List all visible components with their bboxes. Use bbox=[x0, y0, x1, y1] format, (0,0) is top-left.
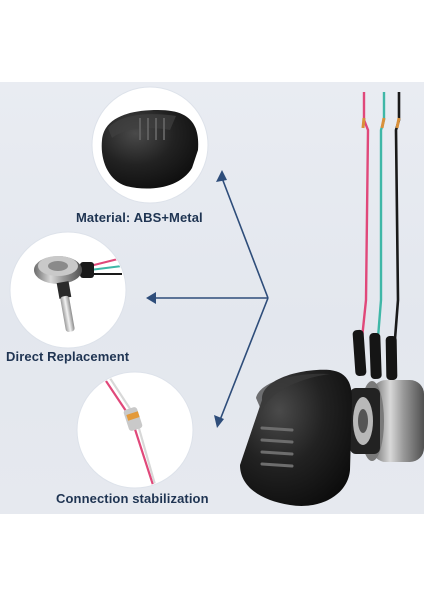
callout-label-material: Material: ABS+Metal bbox=[76, 210, 203, 225]
bottom-background bbox=[0, 514, 424, 600]
potentiometer-assembly bbox=[350, 380, 424, 462]
callout-label-connection-stabilization: Connection stabilization bbox=[56, 491, 209, 506]
main-knob bbox=[240, 369, 352, 506]
top-background bbox=[0, 0, 424, 82]
callout-arrows bbox=[146, 170, 269, 428]
wire-joint-closeup bbox=[76, 371, 194, 489]
wire-bundle bbox=[352, 92, 401, 381]
knob-closeup bbox=[91, 86, 209, 204]
potentiometer-closeup bbox=[9, 231, 127, 349]
callout-label-direct-replacement: Direct Replacement bbox=[6, 349, 130, 364]
